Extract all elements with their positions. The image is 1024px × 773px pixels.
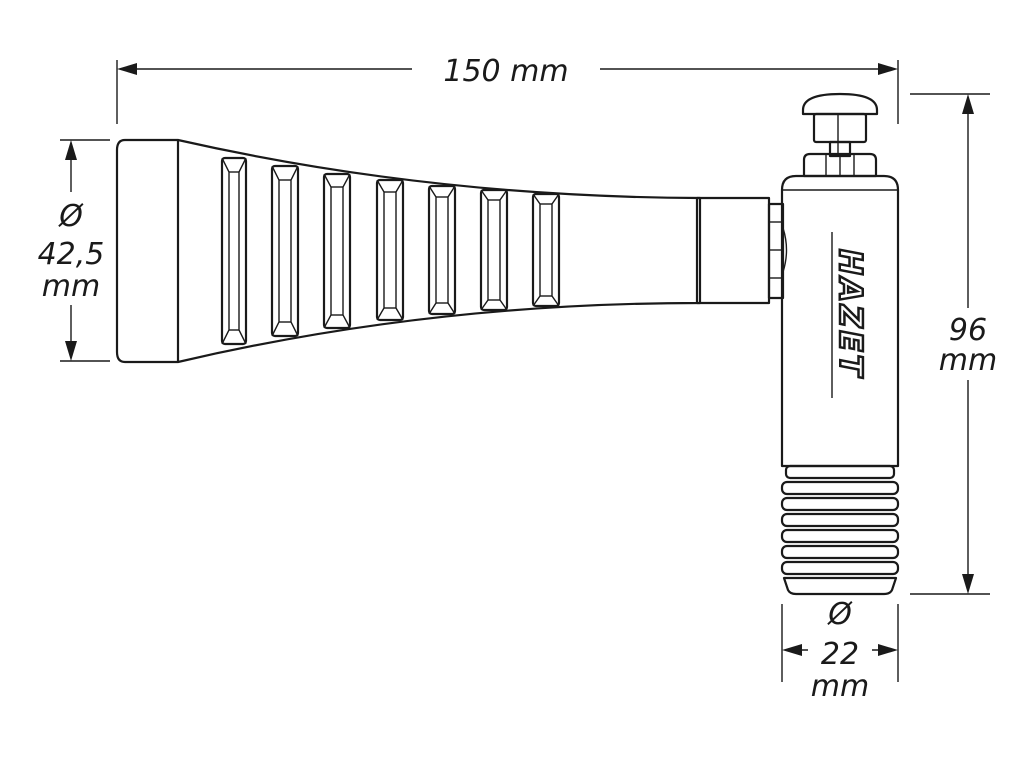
ribbed-barrel [780,464,900,596]
cap-nut [802,152,878,178]
barrel-diameter-value: 22 [821,637,859,672]
barrel-diameter-unit: mm [811,669,869,704]
hex-nut [767,202,788,300]
grip-groove [427,184,457,316]
arrow-right [878,63,898,75]
handle-outline [115,138,702,364]
grip-groove [479,188,509,312]
dimension-length: 150 mm [116,54,899,124]
height-value: 96 [949,313,987,348]
push-button [801,92,879,158]
arrow-left [782,644,802,656]
barrel-diameter-symbol: Ø [826,597,853,632]
grip-groove [531,192,561,308]
brand-logo: HAZET [832,249,868,379]
arrow-left [117,63,137,75]
dimension-barrel-diameter: Ø 22 mm [781,597,899,704]
grip-diameter-unit: mm [42,269,100,304]
arrow-up [962,94,974,114]
arrow-down [65,341,77,361]
grip-groove [220,156,248,346]
grip-groove [270,164,300,338]
arrow-down [962,574,974,594]
tool-illustration: HAZET [115,92,900,596]
grip-diameter-symbol: Ø [57,199,84,234]
grip-groove [322,172,352,330]
collar [695,196,771,305]
height-unit: mm [939,343,997,378]
grip-grooves [220,156,561,346]
grip-diameter-value: 42,5 [38,237,105,272]
grip-groove [375,178,405,322]
head-body [780,174,900,468]
dimension-grip-diameter: Ø 42,5 mm [38,139,110,362]
arrow-up [65,140,77,160]
length-label: 150 mm [443,54,568,89]
dimension-height: 96 mm [910,93,997,595]
arrow-right [878,644,898,656]
